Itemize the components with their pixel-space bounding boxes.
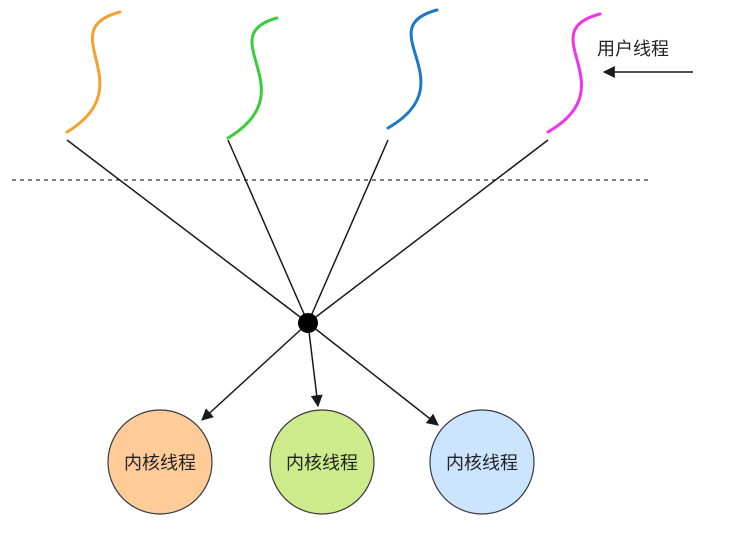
user-thread-squiggle-1: [65, 10, 122, 134]
kernel-thread-node-2: 内核线程: [269, 409, 375, 515]
user-thread-squiggle-4: [546, 12, 602, 134]
mapping-line-2: [227, 139, 309, 324]
kernel-thread-label-2: 内核线程: [286, 453, 358, 474]
hub-to-kernel-arrows: [201, 322, 439, 426]
user-thread-squiggle-2: [226, 16, 279, 140]
mapping-line-4: [307, 139, 549, 324]
user-threads: [65, 8, 602, 140]
mapping-line-3: [307, 139, 389, 324]
kernel-thread-node-1: 内核线程: [107, 409, 213, 515]
user-to-hub-lines: [66, 139, 549, 324]
kernel-thread-label-1: 内核线程: [124, 453, 196, 474]
mapping-hub-dot: [298, 313, 318, 333]
kernel-thread-node-3: 内核线程: [429, 409, 535, 515]
user-thread-label: 用户线程: [597, 39, 669, 60]
kernel-arrow-2: [307, 322, 323, 408]
kernel-arrow-3: [307, 322, 439, 426]
kernel-thread-label-3: 内核线程: [446, 453, 518, 474]
kernel-arrow-1: [201, 322, 309, 421]
kernel-threads: 内核线程 内核线程 内核线程: [107, 409, 535, 515]
mapping-line-1: [66, 139, 309, 324]
user-thread-squiggle-3: [386, 8, 439, 130]
